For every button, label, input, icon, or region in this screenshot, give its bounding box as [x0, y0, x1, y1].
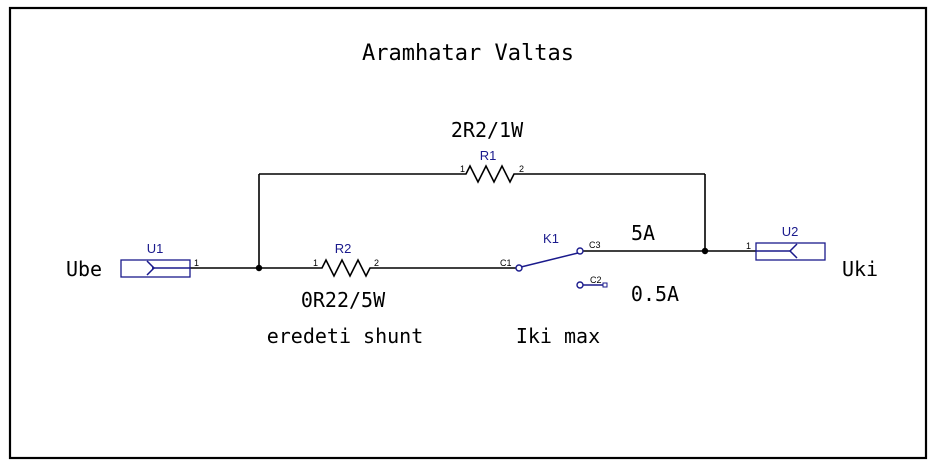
r1-value-label: 2R2/1W: [451, 118, 524, 142]
r2-note-label: eredeti shunt: [267, 324, 424, 348]
r1-pin2-label: 2: [519, 164, 524, 174]
junction-dot-right: [701, 247, 709, 255]
uki-port-label: Uki: [842, 257, 878, 281]
resistor-r1: R1 1 2: [440, 148, 536, 184]
k1-c2-stub-end: [602, 282, 608, 288]
r1-ref-label: R1: [480, 148, 497, 163]
k1-c3-label: C3: [589, 240, 601, 250]
drawing-frame: [8, 6, 928, 460]
k1-iki-max-label: Iki max: [516, 324, 600, 348]
schematic-title: Aramhatar Valtas: [362, 41, 574, 66]
u1-ref-label: U1: [147, 241, 164, 256]
r2-pin2-label: 2: [374, 258, 379, 268]
r1-pin1-label: 1: [460, 164, 465, 174]
k1-switch-arm: [520, 251, 583, 268]
u2-ref-label: U2: [782, 224, 799, 239]
wires: [190, 173, 756, 269]
r2-ref-label: R2: [335, 241, 352, 256]
resistor-r2: R2 1 2: [310, 241, 392, 278]
ube-port-label: Ube: [66, 257, 102, 281]
k1-05a-label: 0.5A: [631, 282, 679, 306]
k1-5a-label: 5A: [631, 221, 655, 245]
k1-contact-c2: [576, 281, 584, 289]
r2-pin1-label: 1: [313, 258, 318, 268]
k1-ref-label: K1: [543, 231, 559, 246]
r2-value-label: 0R22/5W: [301, 288, 386, 312]
connector-u1: U1 1: [120, 241, 199, 278]
k1-c1-label: C1: [500, 258, 512, 268]
k1-contact-c3: [576, 247, 584, 255]
switch-k1: K1 C1 C3 C2: [500, 231, 608, 289]
k1-contact-c1: [515, 264, 523, 272]
u1-pin-label: 1: [194, 258, 199, 268]
junction-dot-left: [255, 264, 263, 272]
k1-c2-label: C2: [590, 275, 602, 285]
connector-u2: U2 1: [746, 224, 826, 261]
u2-pin-label: 1: [746, 241, 751, 251]
